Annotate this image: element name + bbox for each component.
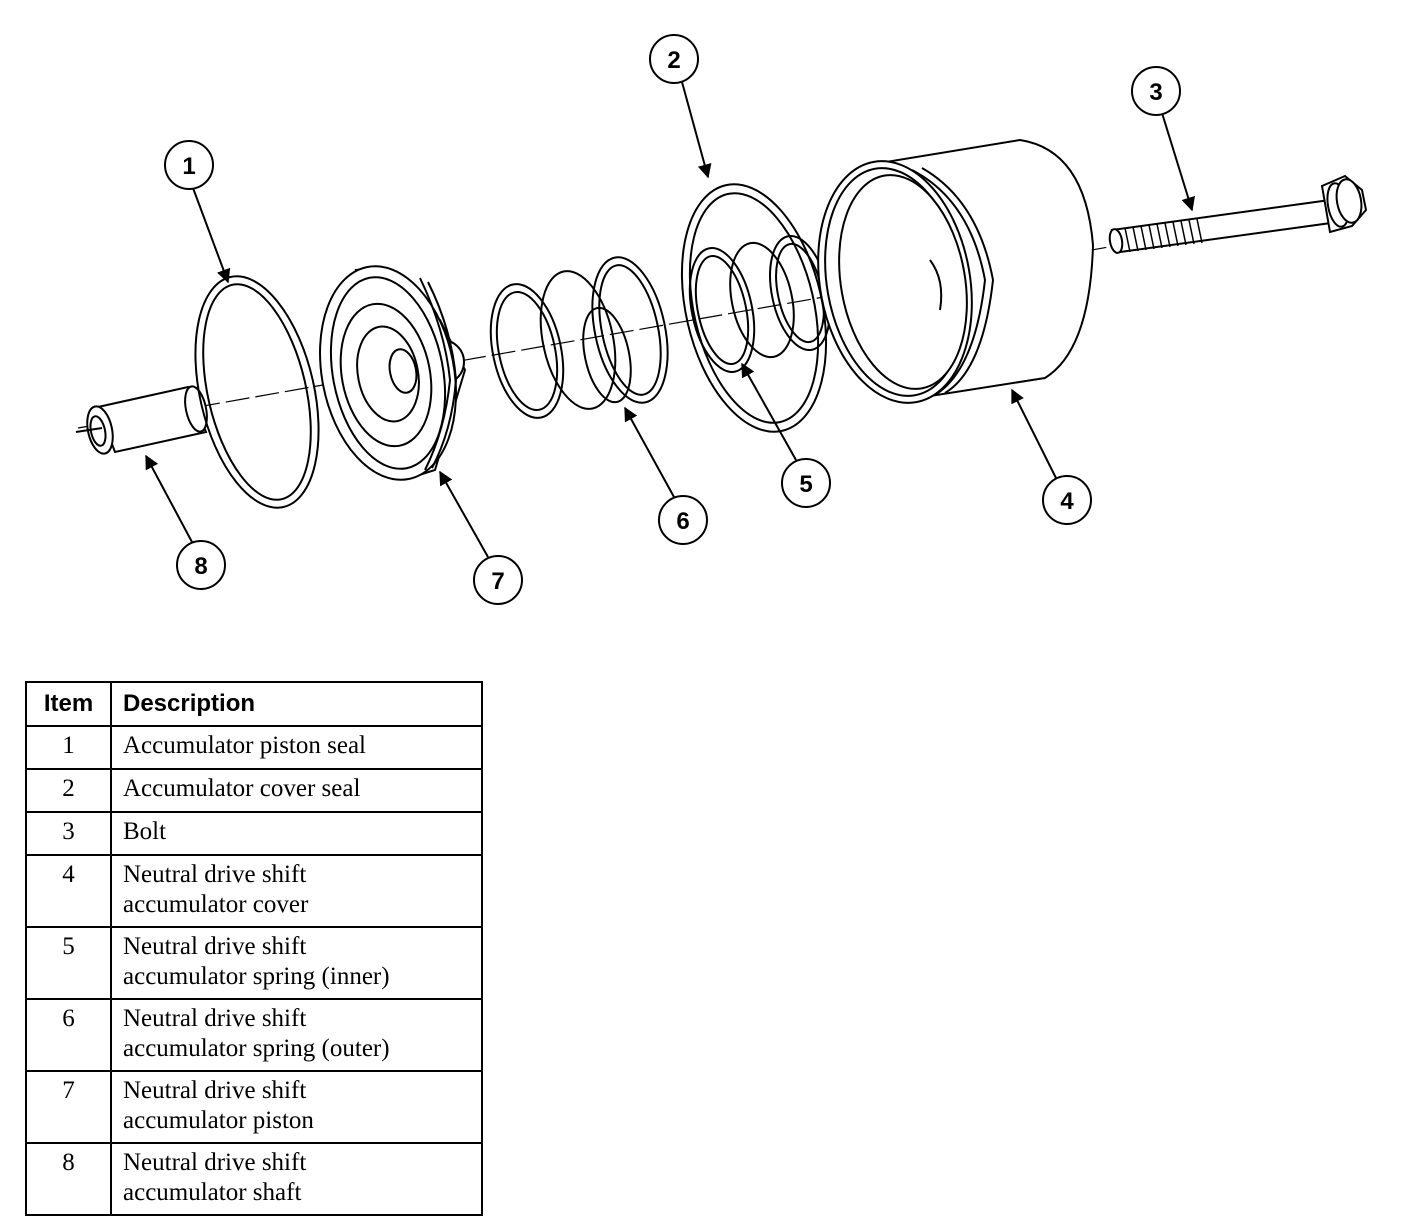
callout-4: 4 bbox=[1042, 475, 1092, 525]
accumulator-cover-seal-part bbox=[680, 183, 828, 433]
table-row: 4 Neutral drive shift accumulator cover bbox=[25, 854, 483, 928]
description-line: accumulator spring (inner) bbox=[123, 963, 390, 990]
accumulator-shaft-part bbox=[75, 385, 208, 455]
table-row: 8 Neutral drive shift accumulator shaft bbox=[25, 1142, 483, 1216]
description-line: Neutral drive shift bbox=[123, 1077, 307, 1104]
leader-arrows bbox=[145, 81, 1195, 558]
item-description: Neutral drive shift accumulator shaft bbox=[110, 1142, 483, 1216]
description-line: Neutral drive shift bbox=[123, 1149, 307, 1176]
svg-text:6: 6 bbox=[676, 508, 689, 535]
table-row: 3 Bolt bbox=[25, 811, 483, 856]
svg-text:1: 1 bbox=[182, 153, 195, 180]
leader-arrow-2 bbox=[681, 81, 712, 179]
leader-arrow-7 bbox=[439, 470, 489, 558]
table-row: 2 Accumulator cover seal bbox=[25, 768, 483, 813]
bolt-part bbox=[1108, 174, 1368, 254]
item-number: 4 bbox=[25, 854, 112, 928]
callout-7: 7 bbox=[473, 555, 523, 605]
description-line: accumulator spring (outer) bbox=[123, 1035, 390, 1062]
leader-arrow-3 bbox=[1161, 112, 1195, 212]
description-line: accumulator piston bbox=[123, 1107, 314, 1134]
callout-1: 1 bbox=[164, 140, 214, 190]
item-description: Neutral drive shift accumulator spring (i… bbox=[110, 926, 483, 1000]
item-description: Accumulator piston seal bbox=[110, 725, 483, 770]
callout-3: 3 bbox=[1131, 66, 1181, 116]
svg-text:8: 8 bbox=[194, 553, 207, 580]
svg-text:3: 3 bbox=[1149, 79, 1162, 106]
item-description: Bolt bbox=[110, 811, 483, 856]
item-number: 5 bbox=[25, 926, 112, 1000]
description-line: Bolt bbox=[123, 818, 167, 845]
svg-text:2: 2 bbox=[667, 47, 680, 74]
leader-arrow-6 bbox=[624, 406, 675, 498]
item-number: 3 bbox=[25, 811, 112, 856]
description-line: accumulator shaft bbox=[123, 1179, 302, 1206]
item-description: Neutral drive shift accumulator cover bbox=[110, 854, 483, 928]
item-number: 7 bbox=[25, 1070, 112, 1144]
leader-arrow-4 bbox=[1011, 388, 1057, 479]
table-row: 6 Neutral drive shift accumulator spring … bbox=[25, 998, 483, 1072]
item-description: Neutral drive shift accumulator spring (o… bbox=[110, 998, 483, 1072]
item-description: Accumulator cover seal bbox=[110, 768, 483, 813]
item-description: Neutral drive shift accumulator piston bbox=[110, 1070, 483, 1144]
outer-spring-part bbox=[489, 256, 669, 419]
svg-text:5: 5 bbox=[799, 471, 812, 498]
callout-2: 2 bbox=[649, 34, 699, 84]
accumulator-piston-seal-part bbox=[194, 275, 320, 509]
description-line: Accumulator piston seal bbox=[123, 732, 366, 759]
parts-legend-table: Item Description 1 Accumulator piston se… bbox=[25, 681, 483, 1216]
description-line: Neutral drive shift bbox=[123, 933, 307, 960]
leader-arrow-8 bbox=[145, 454, 193, 543]
description-line: Neutral drive shift bbox=[123, 861, 307, 888]
header-description: Description bbox=[110, 681, 483, 727]
table-row: 5 Neutral drive shift accumulator spring … bbox=[25, 926, 483, 1000]
svg-text:4: 4 bbox=[1060, 488, 1074, 515]
accumulator-cover-part bbox=[817, 138, 1095, 404]
description-line: Accumulator cover seal bbox=[123, 775, 361, 802]
item-number: 6 bbox=[25, 998, 112, 1072]
item-number: 1 bbox=[25, 725, 112, 770]
item-number: 2 bbox=[25, 768, 112, 813]
leader-arrow-5 bbox=[741, 362, 797, 461]
callout-6: 6 bbox=[658, 495, 708, 545]
item-number: 8 bbox=[25, 1142, 112, 1216]
callout-5: 5 bbox=[781, 458, 831, 508]
callout-8: 8 bbox=[176, 540, 226, 590]
svg-text:7: 7 bbox=[491, 568, 504, 595]
header-item: Item bbox=[25, 681, 112, 727]
accumulator-piston-part bbox=[319, 265, 467, 481]
description-line: accumulator cover bbox=[123, 891, 309, 918]
description-line: Neutral drive shift bbox=[123, 1005, 307, 1032]
table-row: 7 Neutral drive shift accumulator piston bbox=[25, 1070, 483, 1144]
table-header-row: Item Description bbox=[25, 681, 483, 727]
exploded-view-diagram: 1 2 3 4 5 6 7 8 bbox=[75, 34, 1368, 605]
table-row: 1 Accumulator piston seal bbox=[25, 725, 483, 770]
leader-arrow-1 bbox=[192, 187, 231, 284]
